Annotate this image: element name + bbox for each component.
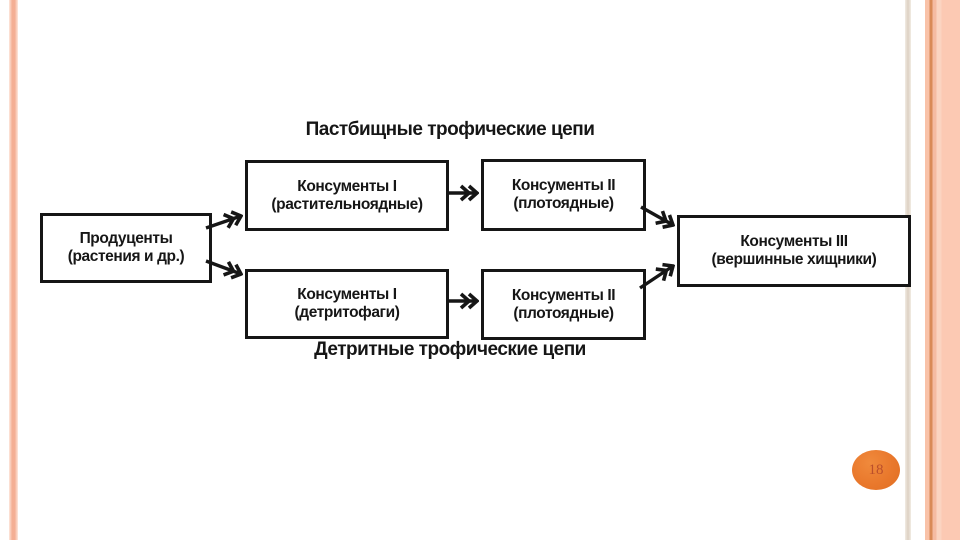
- box-consumers1-detritus-line1: Консументы I: [297, 286, 397, 304]
- box-producers-line2: (растения и др.): [67, 248, 185, 265]
- box-consumers2-detritus-line1: Консументы II: [511, 286, 616, 304]
- detritus-chain-title: Детритные трофические цепи: [314, 339, 586, 360]
- page-number-badge: 18: [852, 450, 900, 490]
- box-producers-line1: Продуценты: [79, 230, 173, 248]
- grazing-chain-title: Пастбищные трофические цепи: [305, 119, 595, 140]
- box-consumers3-line1: Консументы III: [740, 233, 848, 251]
- box-consumers2-detritus: Консументы II (плотоядные): [481, 269, 646, 340]
- box-consumers2-detritus-line2: (плотоядные): [513, 304, 614, 322]
- box-consumers2-grazing-line2: (плотоядные): [513, 195, 614, 212]
- box-consumers1-detritus: Консументы I (детритофаги): [245, 269, 449, 339]
- box-consumers2-grazing: Консументы II (плотоядные): [481, 159, 646, 231]
- box-consumers1-detritus-line2: (детритофаги): [294, 304, 400, 321]
- box-producers: Продуценты (растения и др.): [40, 213, 212, 283]
- box-consumers1-grazing-line1: Консументы I: [297, 177, 397, 195]
- box-consumers1-grazing: Консументы I (растительноядные): [245, 160, 449, 231]
- box-consumers3: Консументы III (вершинные хищники): [677, 215, 911, 287]
- page-number: 18: [868, 461, 884, 478]
- box-consumers3-line2: (вершинные хищники): [711, 251, 877, 268]
- left-accent-stripe: [9, 0, 18, 540]
- box-consumers2-grazing-line1: Консументы II: [511, 177, 616, 195]
- box-consumers1-grazing-line2: (растительноядные): [271, 195, 423, 213]
- right-accent-band: [925, 0, 960, 540]
